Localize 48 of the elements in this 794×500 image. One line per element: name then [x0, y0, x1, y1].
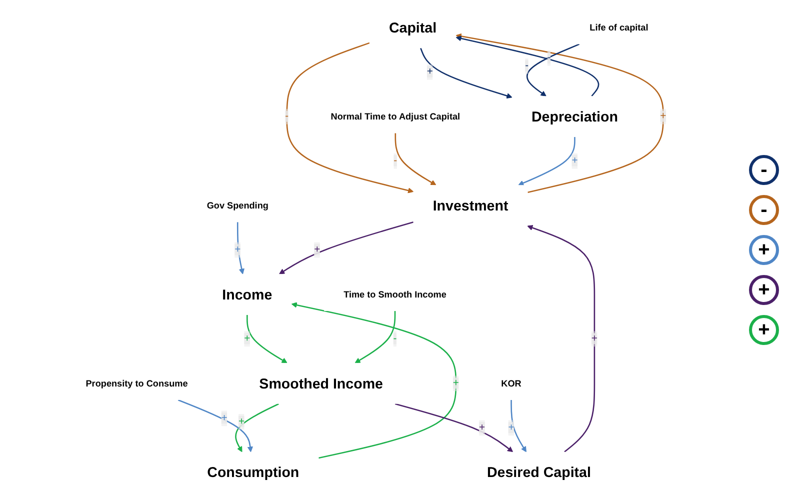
edge-label: +: [244, 333, 250, 344]
arrow: [456, 33, 664, 193]
edge-label: +: [314, 244, 320, 256]
loop-polarity-label: -: [749, 195, 779, 225]
arrow: [420, 48, 512, 99]
node-text: KOR: [501, 378, 522, 388]
arrow: [510, 400, 526, 452]
loop-polarity-label: -: [749, 155, 779, 185]
node-text: Normal Time to Adjust Capital: [330, 111, 460, 122]
edge-label: +: [508, 422, 514, 434]
loop-polarity-label: +: [749, 275, 779, 305]
edge-label: +: [234, 244, 241, 256]
edge-label: -: [394, 155, 398, 166]
arrow: [246, 314, 288, 364]
node-text: Consumption: [207, 464, 300, 480]
arrow: [518, 137, 576, 186]
arrow: [235, 403, 279, 452]
edge-label: -: [285, 110, 289, 122]
arrow: [526, 44, 580, 96]
arrow: [456, 36, 600, 97]
node-text: Gov Spending: [206, 200, 268, 210]
arrow: [291, 302, 457, 459]
edge-label: -: [547, 52, 551, 64]
edge-label: +: [452, 378, 459, 389]
arrow: [178, 399, 253, 452]
node-text: Investment: [432, 197, 508, 214]
edge-label: -: [525, 60, 529, 72]
node-text: Life of capital: [590, 22, 648, 33]
arrow: [279, 221, 414, 274]
node-text: Time to Smooth Income: [344, 288, 446, 300]
arrow: [236, 222, 244, 274]
loop-polarity-label: +: [749, 315, 779, 345]
edge-label: +: [238, 416, 245, 428]
edge-label: +: [479, 422, 486, 434]
edge-label: +: [221, 412, 228, 424]
loop-polarity-label: +: [749, 235, 779, 265]
arrow: [527, 225, 596, 452]
edge-label: +: [572, 155, 578, 166]
node-text: Capital: [388, 20, 437, 36]
node-text: Smoothed Income: [259, 375, 383, 392]
edge-label: -: [393, 333, 397, 344]
node-text: Depreciation: [531, 108, 618, 125]
edge-label: +: [591, 333, 598, 344]
node-text: Desired Capital: [486, 464, 591, 480]
node-text: Income: [222, 286, 272, 303]
edge-label: +: [426, 66, 433, 78]
edge-label: +: [660, 110, 666, 122]
node-text: Propensity to Consume: [86, 378, 188, 388]
